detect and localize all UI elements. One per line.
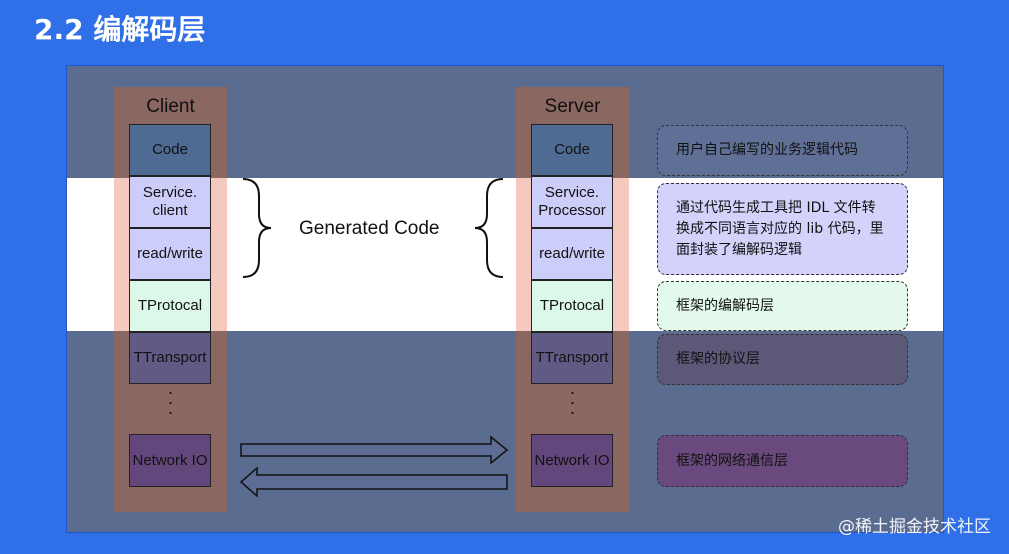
note-protocol-layer: 框架的协议层 xyxy=(657,334,908,385)
left-curly-brace-icon xyxy=(242,178,272,278)
watermark-text: @稀土掘金技术社区 xyxy=(838,517,991,537)
client-ellipsis: · · · xyxy=(167,382,174,422)
client-column: Client Code Service. client read/write T… xyxy=(114,87,227,512)
client-ttransport-box: TTransport xyxy=(129,332,211,384)
server-ellipsis: · · · xyxy=(569,382,576,422)
slide-title: 2.2 编解码层 xyxy=(34,13,206,46)
connector-graphics xyxy=(239,178,509,498)
arrow-left-icon xyxy=(239,466,508,498)
generated-code-label: Generated Code xyxy=(299,218,440,239)
server-label: Server xyxy=(544,96,601,117)
note-codec-layer: 框架的编解码层 xyxy=(657,281,908,331)
server-read-write-box: read/write xyxy=(531,228,613,280)
client-code-box: Code xyxy=(129,124,211,176)
server-service-box: Service. Processor xyxy=(531,176,613,228)
note-generated-code: 通过代码生成工具把 IDL 文件转换成不同语言对应的 lib 代码，里面封装了编… xyxy=(657,183,908,275)
note-business-logic: 用户自己编写的业务逻辑代码 xyxy=(657,125,908,176)
client-tprotocal-box: TProtocal xyxy=(129,280,211,332)
note-network-layer: 框架的网络通信层 xyxy=(657,435,908,487)
client-network-io-box: Network IO xyxy=(129,434,211,487)
client-service-box: Service. client xyxy=(129,176,211,228)
server-tprotocal-box: TProtocal xyxy=(531,280,613,332)
arrow-right-icon xyxy=(240,435,509,465)
diagram-panel: Client Code Service. client read/write T… xyxy=(66,65,944,533)
server-column: Server Code Service. Processor read/writ… xyxy=(516,87,629,512)
client-read-write-box: read/write xyxy=(129,228,211,280)
server-network-io-box: Network IO xyxy=(531,434,613,487)
right-curly-brace-icon xyxy=(474,178,504,278)
server-ttransport-box: TTransport xyxy=(531,332,613,384)
server-code-box: Code xyxy=(531,124,613,176)
client-label: Client xyxy=(146,96,195,117)
